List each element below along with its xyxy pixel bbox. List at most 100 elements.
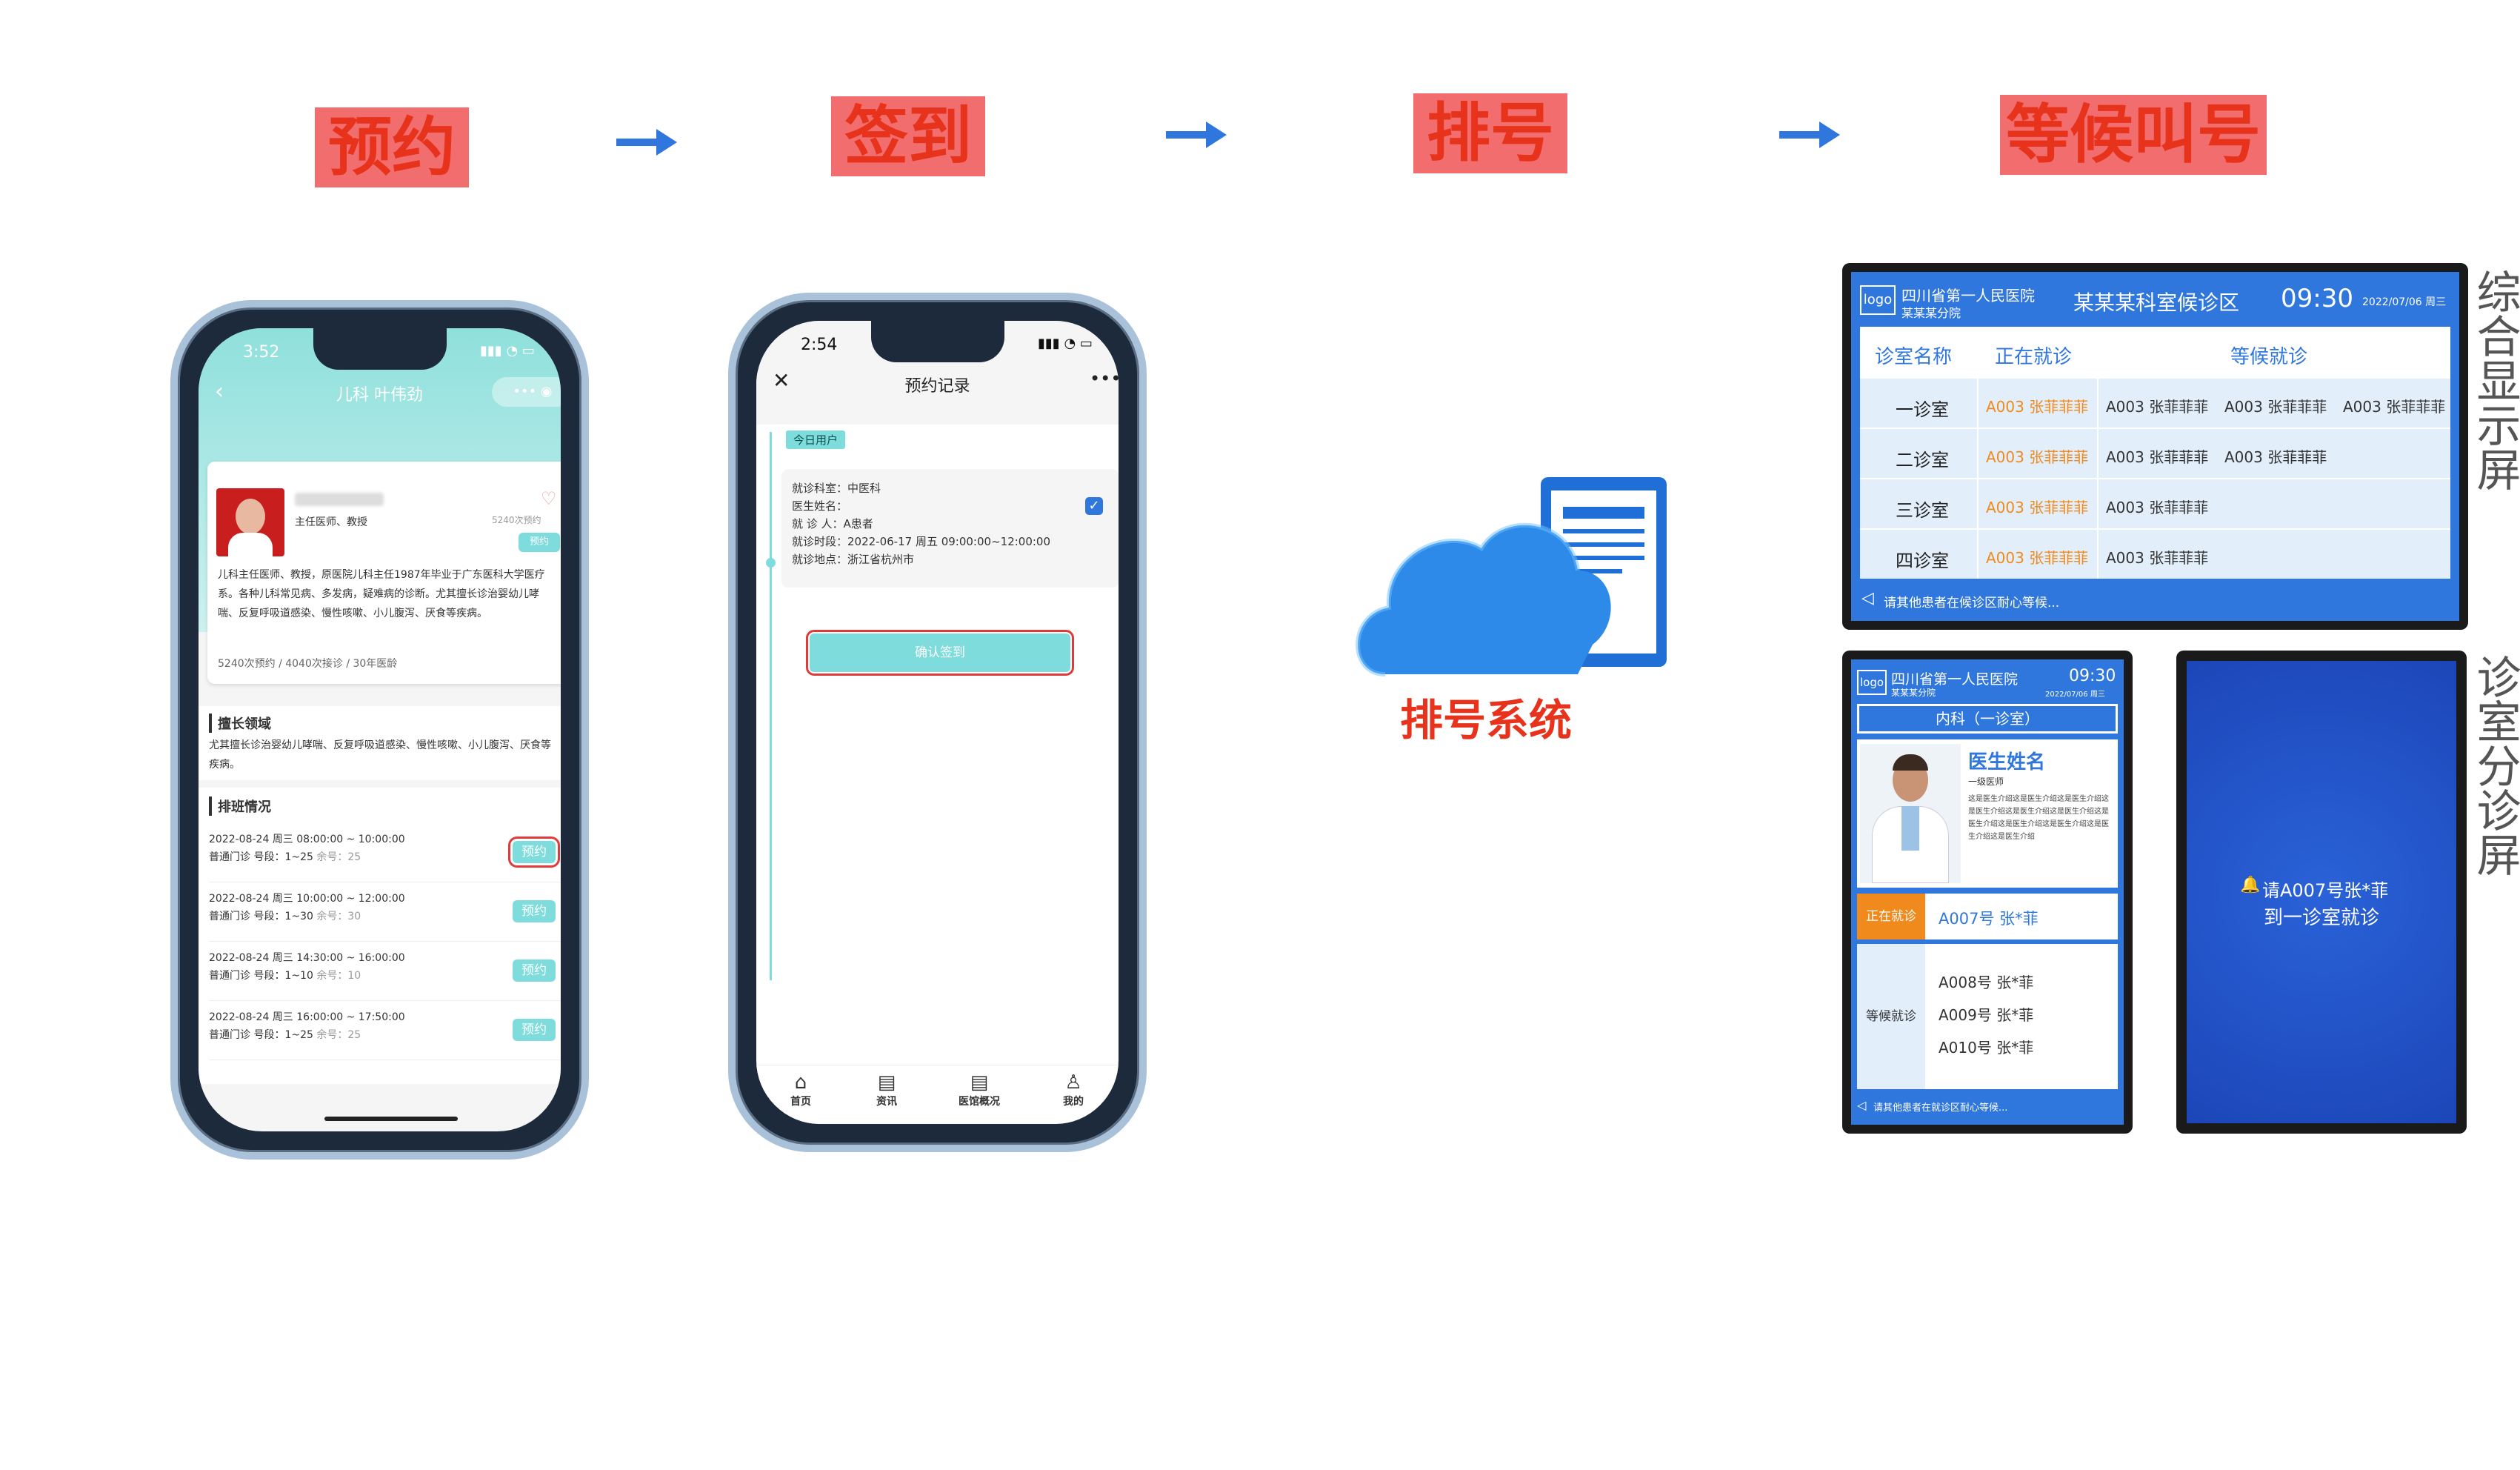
book-button[interactable]: 预约 [513,960,556,982]
schedule-time: 2022-08-24 周三 14:30:00 ~ 16:00:00 [209,952,405,964]
now-patient: A003 张菲菲菲 [1986,398,2089,416]
tv-logo: logo [1857,670,1887,695]
room-name: 四诊室 [1896,551,1949,571]
tv-branch: 某某某分院 [1891,688,1936,698]
queue-system-label: 排号系统 [1400,695,1573,745]
tv-title: 某某某科室候诊区 [2073,290,2240,315]
wait-patient: A003 张菲菲菲 [2106,398,2209,416]
clinic-display-monitor: logo 四川省第一人民医院 某某某分院 09:30 2022/07/06 周三… [1842,651,2133,1134]
side-label-main: 综合显示屏 [2469,269,2520,491]
building-icon: ▤ [877,1071,896,1094]
section-title-specialty: 擅长领域 [209,714,271,733]
book-button[interactable]: 预约 [513,1019,556,1041]
status-icons: ▮▮▮ ◔ ▭ [480,343,535,359]
status-time: 3:52 [243,343,280,362]
specialty-section: 擅长领域 尤其擅长诊治婴幼儿哮喘、反复呼吸道感染、慢性咳嗽、小儿腹泻、厌食等疾病… [199,706,561,780]
tv-clock: 09:30 [2069,667,2116,685]
schedule-row: 2022-08-24 周三 16:00:00 ~ 17:50:00 普通门诊 号… [209,1008,561,1060]
room-name: 三诊室 [1896,500,1949,521]
schedule-left: 余号：10 [316,970,361,982]
tv-divider [1977,327,1979,579]
step-checkin: 签到 [831,96,985,176]
room-name: 二诊室 [1896,450,1949,470]
more-icon[interactable]: ••• [1090,368,1119,389]
now-label: 正在就诊 [1857,894,1925,939]
schedule-row: 2022-08-24 周三 08:00:00 ~ 10:00:00 普通门诊 号… [209,831,561,882]
section-title-schedule: 排班情况 [209,796,271,816]
tab-home[interactable]: ⌂ 首页 [779,1071,823,1108]
tab-label: 资讯 [876,1096,897,1108]
tab-news[interactable]: ▤ 资讯 [864,1071,909,1108]
tab-overview[interactable]: ▤医馆概况 [946,1071,1013,1108]
book-button-top[interactable]: 预约 [519,533,560,552]
notch [870,321,1004,362]
doctor-stats: 5240次预约 / 4040次接诊 / 30年医龄 [218,658,398,670]
now-section: 正在就诊 A007号 张*菲 [1857,894,2118,939]
schedule-row: 2022-08-24 周三 10:00:00 ~ 12:00:00 普通门诊 号… [209,890,561,942]
tab-label: 首页 [790,1096,811,1108]
table-row: 三诊室 A003 张菲菲菲 A003 张菲菲菲 [1860,479,2450,530]
schedule-range: 普通门诊 号段：1~30 [209,911,313,922]
room-name: 一诊室 [1896,399,1949,420]
tv-logo: logo [1860,285,1896,315]
schedule-time: 2022-08-24 周三 16:00:00 ~ 17:50:00 [209,1011,405,1023]
tv-divider [2097,327,2099,579]
wait-patient: A003 张菲菲菲 [2106,549,2209,567]
avatar [216,488,284,556]
speaker-icon: ◁ [1857,1098,1867,1112]
step-appointment: 预约 [315,107,469,187]
checkbox[interactable]: ✓ [1085,497,1103,515]
confirm-checkin-button[interactable]: 确认签到 [806,630,1074,676]
cloud-server-icon [1356,477,1667,676]
doctor-panel: 医生姓名 一级医师 这是医生介绍这是医生介绍这是医生介绍这是医生介绍这是医生介绍… [1857,739,2118,888]
arrow-right-icon [1779,122,1840,148]
book-button[interactable]: 预约 [513,900,556,922]
dept-banner: 内科（一诊室） [1857,704,2118,734]
clinic-display-screen: logo 四川省第一人民医院 某某某分院 09:30 2022/07/06 周三… [1851,659,2124,1125]
book-button[interactable]: 预约 [508,837,560,868]
tv-date: 2022/07/06 周三 [2045,691,2105,699]
home-icon: ⌂ [794,1071,807,1094]
wait-patient: A003 张菲菲菲 [2106,499,2209,516]
heart-icon[interactable]: ♡ [541,488,557,509]
schedule-info: 普通门诊 号段：1~25 余号：25 [209,1026,561,1044]
doctor-role: 主任医师、教授 [295,516,367,528]
now-patient: A003 张菲菲菲 [1986,549,2089,567]
tab-label: 我的 [1063,1096,1084,1108]
main-display-monitor: logo 四川省第一人民医院 某某某分院 某某某科室候诊区 09:30 2022… [1842,263,2468,630]
tab-mine[interactable]: ♙我的 [1051,1071,1096,1108]
close-icon[interactable]: ✕ [773,368,790,393]
record-period: 就诊时段：2022-06-17 周五 09:00:00~12:00:00 [792,535,1051,548]
wait-patient: A010号 张*菲 [1939,1039,2034,1057]
record-place: 就诊地点：浙江省杭州市 [792,553,915,566]
back-icon[interactable]: ‹ [215,379,224,405]
call-line-2: 到一诊室就诊 [2263,907,2379,929]
schedule-left: 余号：25 [316,1029,361,1041]
tv-table: 诊室名称 正在就诊 等候就诊 一诊室 A003 张菲菲菲 A003 张菲菲菲 A… [1860,327,2450,579]
wait-patient: A009号 张*菲 [1939,1006,2034,1024]
mini-capsule[interactable]: ••• ◉ [492,377,561,407]
now-patient: A003 张菲菲菲 [1986,499,2089,516]
wait-patient: A008号 张*菲 [1939,974,2034,991]
schedule-row: 2022-08-24 周三 14:30:00 ~ 16:00:00 普通门诊 号… [209,949,561,1001]
tv-col-room: 诊室名称 [1875,346,1953,368]
doctor-title: 一级医师 [1968,776,2004,787]
tv-branch: 某某某分院 [1901,306,1961,320]
phone-appointment: 3:52 ▮▮▮ ◔ ▭ ‹ 儿科 叶伟劲 ••• ◉ 主任医师、教授 ♡ 52… [170,300,589,1160]
step-queue-number: 排号 [1413,93,1567,173]
doctor-name-blurred [295,493,384,506]
wait-label: 等候就诊 [1857,944,1925,1089]
tv-col-wait: 等候就诊 [2230,346,2308,368]
now-patient: A007号 张*菲 [1939,910,2039,928]
phone-screen: 3:52 ▮▮▮ ◔ ▭ ‹ 儿科 叶伟劲 ••• ◉ 主任医师、教授 ♡ 52… [199,328,561,1131]
speaker-icon: ◁ [1861,589,1874,608]
table-row: 二诊室 A003 张菲菲菲 A003 张菲菲菲 A003 张菲菲菲 [1860,429,2450,479]
table-row: 四诊室 A003 张菲菲菲 A003 张菲菲菲 [1860,530,2450,579]
tab-label: 医馆概况 [959,1096,1000,1108]
wait-patient: A003 张菲菲菲 [2106,448,2209,466]
status-icons: ▮▮▮ ◔ ▭ [1038,336,1093,351]
tv-clock: 09:30 [2281,284,2353,313]
timeline-dot [766,558,776,568]
record-doctor: 医生姓名： [792,499,848,513]
schedule-time: 2022-08-24 周三 08:00:00 ~ 10:00:00 [209,834,405,845]
